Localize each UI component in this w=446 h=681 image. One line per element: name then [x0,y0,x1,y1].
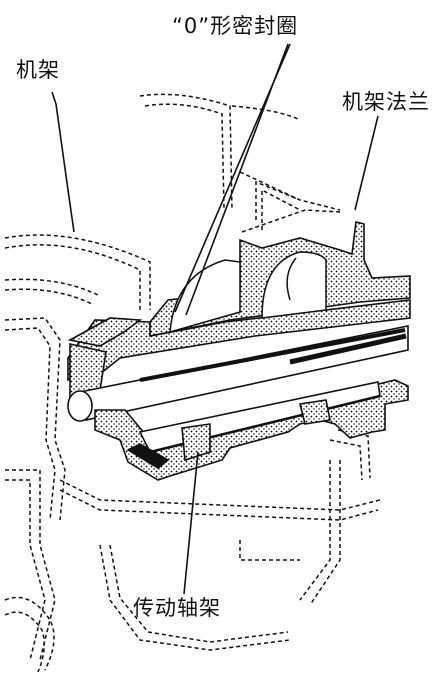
label-drive-shaft-frame: 传动轴架 [133,596,221,620]
o-ring-cavities [169,251,327,334]
leader-frame [51,91,75,233]
leader-o-ring-2 [185,43,289,316]
leader-flange [354,115,379,211]
drive-shaft-frame [94,379,409,481]
leader-drive-shaft [183,451,199,595]
label-frame: 机架 [16,58,60,82]
leader-lines [51,43,379,595]
shaft [67,325,409,422]
label-o-ring: “0”形密封圈 [172,14,299,38]
label-frame-flange: 机架法兰 [342,90,430,114]
frame-housing [4,93,381,673]
